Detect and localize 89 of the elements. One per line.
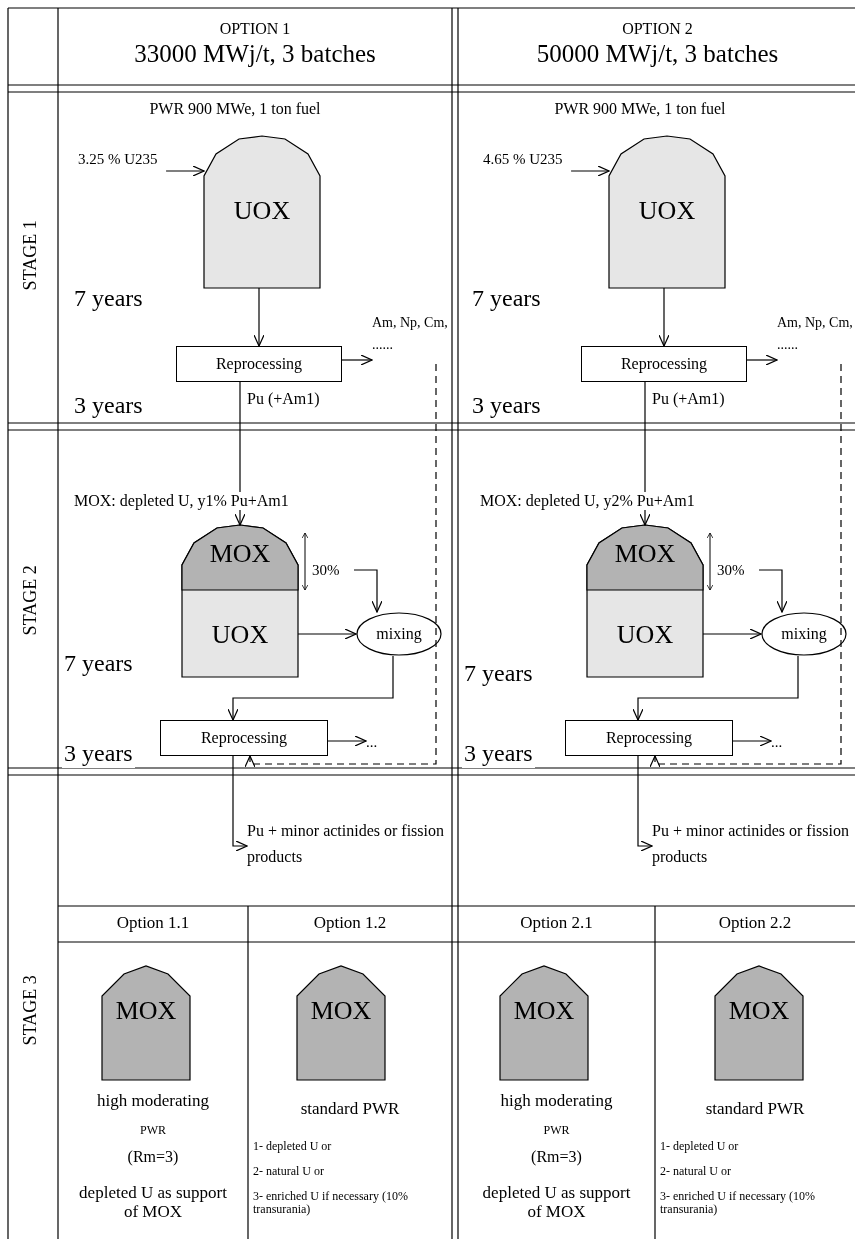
process-box: Reprocessing [176,346,342,382]
reactor-description: PWR [139,1124,167,1138]
header-text: PWR 900 MWe, 1 ton fuel [553,100,727,119]
mixing-ellipse [356,612,442,656]
reactor-vessel [500,966,588,1080]
stage-label: STAGE 2 [19,564,41,638]
note-text: MOX: depleted U, y2% Pu+Am1 [478,492,697,511]
flow-text: 30% [312,558,354,582]
vessel-label: MOX [727,996,791,1026]
flow-text: 3.25 % U235 [78,147,198,171]
header-text: 50000 MWj/t, 3 batches [535,40,780,69]
header-text: 33000 MWj/t, 3 batches [133,40,377,69]
flow-text: ... [771,730,801,752]
reactor-vessel [182,525,298,677]
arrow [232,755,248,852]
reactor-description: (Rm=3) [126,1148,180,1166]
arrow [353,569,383,613]
vessel-label: UOX [637,196,697,226]
process-box: Reprocessing [160,720,328,756]
arrow [732,735,772,747]
arrow [253,287,265,347]
arrow [341,354,373,366]
flow-text: Pu + minor actinides or fission products [652,818,852,872]
arrow [658,287,670,347]
flow-text: Pu + minor actinides or fission products [247,818,447,872]
header-text: Option 1.2 [312,913,388,933]
header-text: Option 2.2 [717,913,793,933]
dashed-arrow [649,363,842,768]
vessel-label: UOX [232,196,292,226]
reactor-vessel [609,136,725,288]
reactor-vessel [204,136,320,288]
header-text: OPTION 2 [621,20,694,39]
stage-label: STAGE 1 [19,219,41,293]
vessel-label: MOX [309,996,373,1026]
flow-text: 4.65 % U235 [483,147,603,171]
reactor-description: 2- natural U or [660,1165,732,1179]
ellipse-text: mixing [375,624,423,645]
flow-text: Am, Np, Cm, ...... [372,312,450,364]
flow-text: 30% [717,558,759,582]
arrow [234,381,246,526]
arrow [165,165,205,177]
vessel-label: MOX [512,996,576,1026]
reactor-description: 3- enriched U if necessary (10% transurania) [253,1190,409,1217]
ellipse-text: mixing [780,624,828,645]
reactor-vessel [715,966,803,1080]
stage-label: STAGE 3 [19,974,41,1048]
reactor-description: standard PWR [299,1100,401,1119]
reactor-description: PWR [542,1124,571,1138]
arrow [637,755,653,852]
note-text: MOX: depleted U, y1% Pu+Am1 [72,492,291,511]
arrow [639,381,651,526]
arrow [297,628,357,640]
reactor-description: (Rm=3) [530,1148,583,1166]
header-text: OPTION 1 [218,20,292,39]
vessel-label: MOX [208,539,272,569]
vessel-label: MOX [114,996,178,1026]
vessel-label: UOX [615,620,675,650]
reactor-vessel [297,966,385,1080]
flow-text: ... [366,730,396,752]
arrow [758,569,788,613]
edge-label: Pu (+Am1) [652,390,725,409]
reactor-vessel [587,525,703,677]
header-text: Option 2.1 [519,913,594,933]
dashed-arrow [244,363,437,768]
reactor-description: high moderating [499,1092,614,1111]
arrow [570,165,610,177]
reactor-vessel [102,966,190,1080]
arrow [227,655,394,721]
reactor-description: depleted U as support of MOX [78,1184,228,1222]
vessel-label: UOX [210,620,270,650]
flow-text: Am, Np, Cm, ...... [777,312,855,364]
process-box: Reprocessing [565,720,733,756]
process-box: Reprocessing [581,346,747,382]
reactor-description: 1- depleted U or [253,1140,333,1154]
reactor-description: 2- natural U or [253,1165,325,1179]
reactor-description: high moderating [96,1092,210,1111]
reactor-description: 1- depleted U or [660,1140,740,1154]
header-text: Option 1.1 [115,913,191,933]
arrow [702,628,762,640]
vessel-label: MOX [613,539,677,569]
reactor-description: depleted U as support of MOX [481,1184,632,1222]
edge-label: Pu (+Am1) [247,390,320,409]
arrow [632,655,799,721]
reactor-description: 3- enriched U if necessary (10% transurania) [660,1190,816,1217]
arrow [746,354,778,366]
header-text: PWR 900 MWe, 1 ton fuel [148,100,322,119]
mixing-ellipse [761,612,847,656]
reactor-description: standard PWR [704,1100,806,1119]
arrow [327,735,367,747]
